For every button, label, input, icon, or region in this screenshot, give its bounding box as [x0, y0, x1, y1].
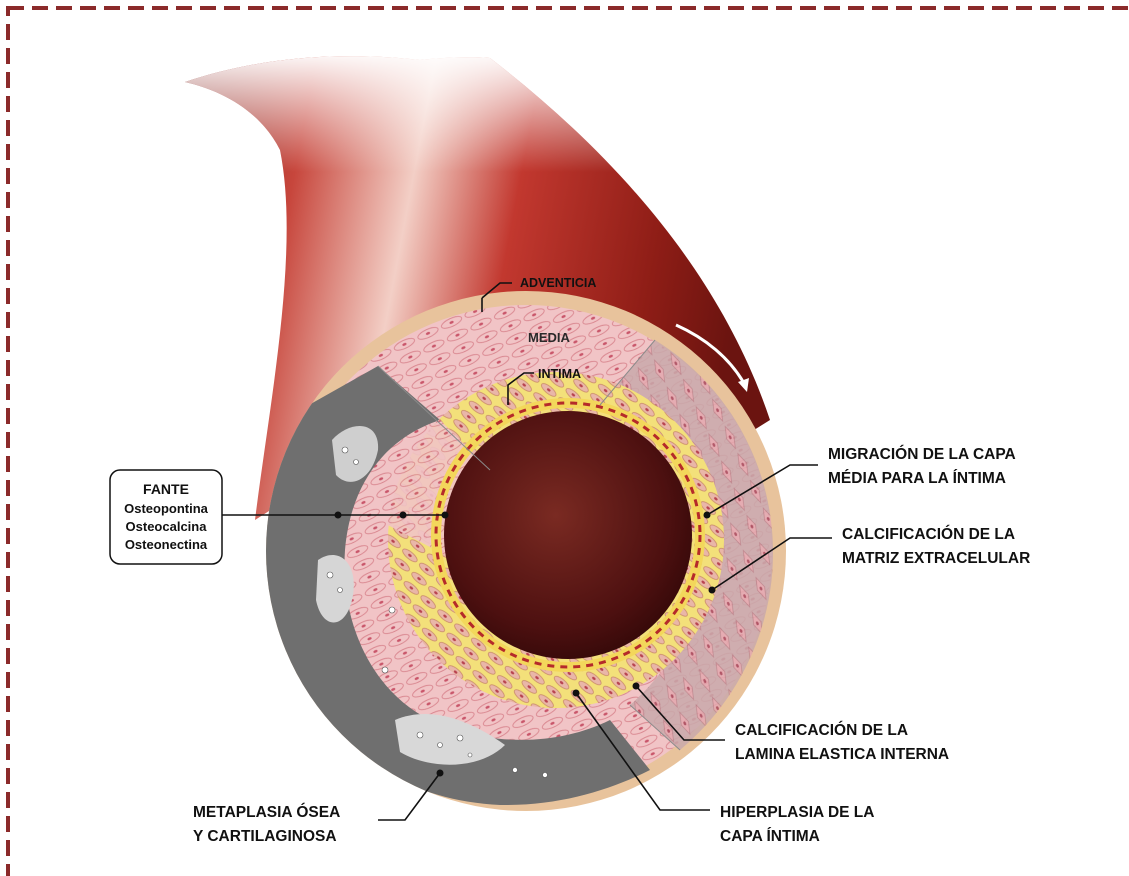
label-migracion-2: MÉDIA PARA LA ÍNTIMA [828, 470, 1006, 487]
label-calc-matriz-1: CALCIFICACIÓN DE LA [842, 525, 1015, 543]
label-calc-matriz-2: MATRIZ EXTRACELULAR [842, 550, 1030, 567]
label-calc-lamina-2: LAMINA ELASTICA INTERNA [735, 746, 949, 763]
label-intima: INTIMA [538, 367, 581, 381]
label-calc-lamina-1: CALCIFICACIÓN DE LA [735, 721, 908, 739]
fante-title: FANTE [143, 481, 189, 497]
label-adventicia: ADVENTICIA [520, 276, 596, 290]
label-hiperplasia-2: CAPA ÍNTIMA [720, 828, 820, 845]
fante-item: Osteopontina [124, 501, 209, 516]
label-migracion-1: MIGRACIÓN DE LA CAPA [828, 445, 1016, 463]
label-metaplasia-1: METAPLASIA ÓSEA [193, 803, 340, 821]
lumen [444, 411, 692, 659]
label-hiperplasia-1: HIPERPLASIA DE LA [720, 804, 874, 821]
label-media: MEDIA [528, 330, 571, 345]
label-metaplasia-2: Y CARTILAGINOSA [193, 828, 337, 845]
fante-item: Osteonectina [125, 537, 208, 552]
fante-box: FANTE Osteopontina Osteocalcina Osteonec… [110, 470, 222, 564]
fante-item: Osteocalcina [126, 519, 208, 534]
